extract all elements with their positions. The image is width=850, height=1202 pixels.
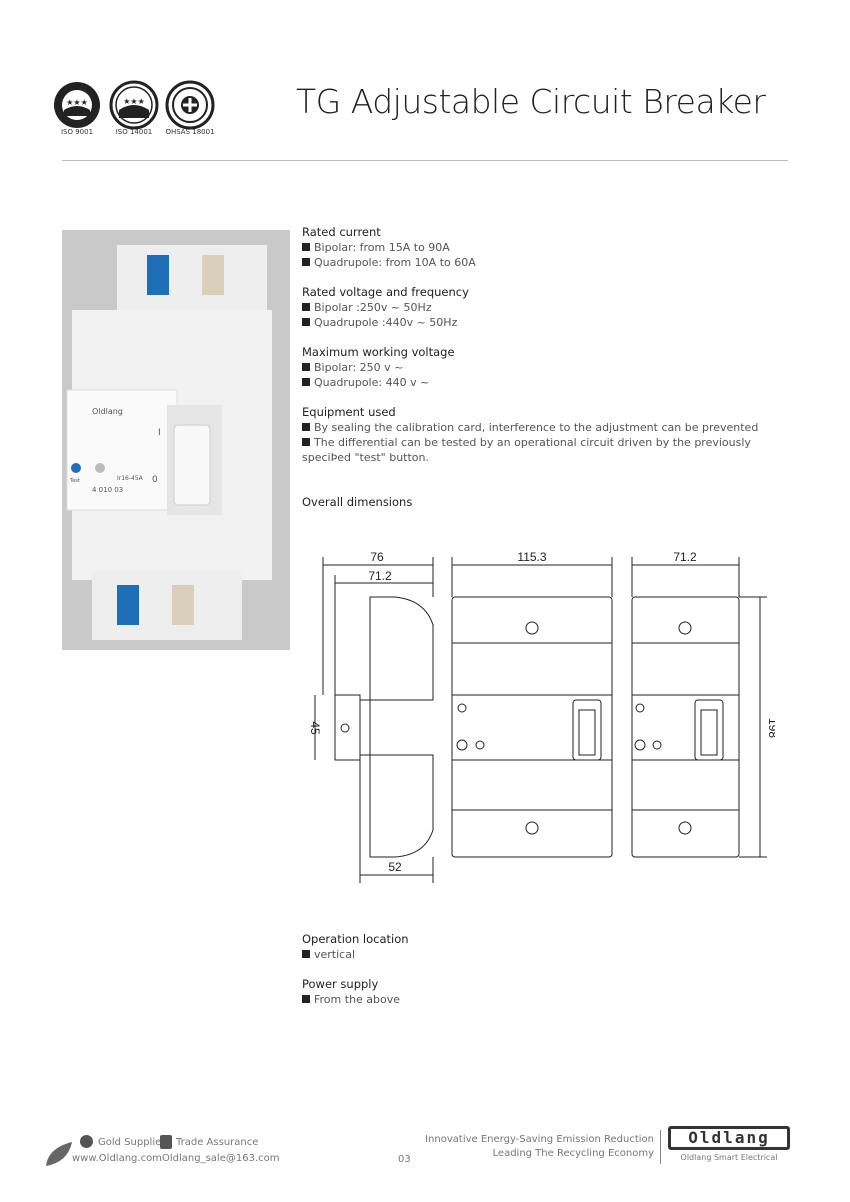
company-name: Oldlang Smart Electrical	[680, 1153, 778, 1162]
dim-height: 198	[766, 718, 775, 738]
dim-side-depth-inner: 71.2	[368, 569, 392, 583]
device-code: 4 010 03	[92, 486, 123, 494]
dim-front-width: 115.3	[517, 550, 546, 564]
spec-power-supply: Power supply From the above	[302, 977, 400, 1007]
device-brand: Oldlang	[92, 407, 123, 416]
gold-supplier-icon	[80, 1135, 93, 1148]
slogan-line: Leading The Recycling Economy	[492, 1148, 654, 1159]
svg-text:★★★: ★★★	[123, 97, 145, 106]
page-number: 03	[398, 1154, 411, 1165]
spec-heading: Operation location	[302, 932, 409, 946]
spec-heading: Overall dimensions	[302, 495, 413, 509]
spec-max-voltage: Maximum working voltage Bipolar: 250 v ~…	[302, 345, 455, 390]
spec-item: Quadrupole: 440 v ~	[314, 376, 430, 389]
iso-14001-seal-icon: ★★★	[109, 80, 159, 130]
spec-heading: Rated voltage and frequency	[302, 285, 469, 299]
spec-rated-voltage: Rated voltage and frequency Bipolar :250…	[302, 285, 469, 330]
dimensions-section: Overall dimensions	[302, 495, 412, 510]
page-title: TG Adjustable Circuit Breaker	[296, 82, 766, 121]
spec-item: Quadrupole: from 10A to 60A	[314, 256, 476, 269]
product-photo: Oldlang I Ir16-45A 0 4 010 03 Test	[62, 230, 290, 650]
iso-9001-seal-icon: ★★★	[54, 82, 100, 128]
spec-item: From the above	[314, 993, 401, 1006]
slogan-line: Innovative Energy-Saving Emission Reduct…	[425, 1134, 654, 1145]
spec-heading: Power supply	[302, 977, 379, 991]
dimension-drawing: 76 71.2 45 52 115.3 71.2 198	[308, 550, 775, 883]
device-on-mark: I	[158, 428, 161, 438]
spec-equipment: Equipment used By sealing the calibratio…	[302, 405, 782, 465]
spec-item: Quadrupole :440v ~ 50Hz	[314, 316, 458, 329]
spec-item: vertical	[314, 948, 356, 961]
dim-side-bottom: 52	[388, 860, 402, 874]
dim-side-depth: 76	[370, 550, 384, 564]
trade-assurance-icon	[160, 1135, 172, 1149]
trade-assurance-label: Trade Assurance	[176, 1137, 259, 1148]
leaf-icon	[46, 1142, 72, 1166]
cert-label: OHSAS 18001	[165, 128, 215, 136]
device-off-mark: 0	[152, 475, 158, 485]
cert-label: ISO 9001	[60, 128, 94, 136]
dim-right-width: 71.2	[673, 550, 697, 564]
spec-heading: Maximum working voltage	[302, 345, 455, 359]
spec-item: By sealing the calibration card, interfe…	[314, 421, 759, 434]
ohsas-18001-seal-icon	[165, 80, 215, 130]
spec-item: Bipolar :250v ~ 50Hz	[314, 301, 432, 314]
spec-item: The differential can be tested by an ope…	[302, 436, 751, 464]
dim-side-height: 45	[308, 721, 322, 735]
device-rating: Ir16-45A	[117, 475, 144, 482]
spec-rated-current: Rated current Bipolar: from 15A to 90A Q…	[302, 225, 476, 270]
divider	[62, 160, 788, 161]
slogan: Innovative Energy-Saving Emission Reduct…	[400, 1133, 654, 1161]
footer-divider	[660, 1130, 661, 1164]
website-link[interactable]: www.Oldlang.com	[72, 1153, 162, 1164]
device-test-label: Test	[69, 478, 80, 484]
gold-supplier-label: Gold Supplier	[98, 1137, 166, 1148]
spec-item: Bipolar: 250 v ~	[314, 361, 404, 374]
email-link[interactable]: Oldlang_sale@163.com	[162, 1153, 280, 1164]
spec-heading: Rated current	[302, 225, 381, 239]
cert-label: ISO 14001	[115, 128, 153, 136]
svg-text:★★★: ★★★	[66, 98, 88, 107]
spec-heading: Equipment used	[302, 405, 396, 419]
spec-operation-location: Operation location vertical	[302, 932, 409, 962]
company-logo: Oldlang	[668, 1126, 790, 1150]
spec-item: Bipolar: from 15A to 90A	[314, 241, 450, 254]
